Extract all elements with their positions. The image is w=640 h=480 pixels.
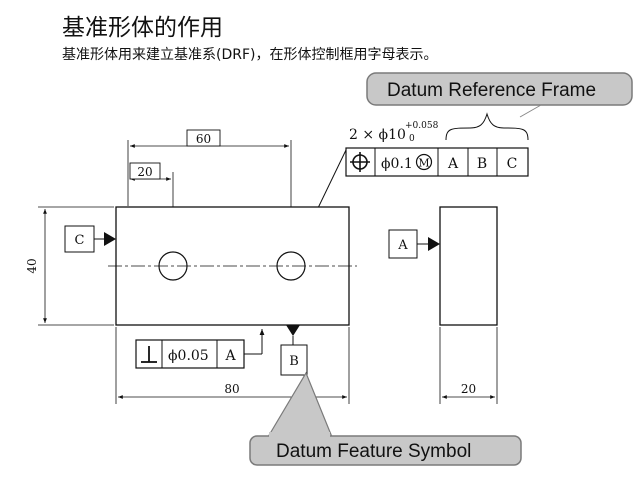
hole-tol-lower: 0	[409, 134, 415, 144]
perpendicularity-icon	[141, 346, 157, 363]
datum-a-label: A	[397, 238, 408, 253]
datum-b-symbol: B	[280, 325, 308, 376]
dimension-40-label: 40	[25, 258, 39, 273]
dimension-60: 60	[127, 129, 292, 250]
mmc-modifier: M	[418, 157, 429, 170]
side-view-outline	[439, 206, 498, 326]
drf-callout-label: Datum Reference Frame	[387, 80, 596, 101]
drf-pointer	[519, 104, 542, 118]
hole-callout: 2 × ϕ10 +0.058 0	[349, 121, 439, 144]
slide-subtitle: 基准形体用来建立基准系(DRF)，在形体控制框用字母表示。	[62, 47, 438, 63]
position-icon	[350, 152, 370, 172]
perpendicularity-control-frame: ϕ0.05 A	[135, 329, 265, 369]
slide-title: 基准形体的作用	[62, 15, 223, 41]
position-control-frame: ϕ0.1 M A B C	[345, 147, 529, 177]
hole-callout-text: 2 × ϕ10	[349, 127, 406, 143]
dimension-80-label: 80	[224, 382, 239, 396]
hole-left	[158, 251, 188, 281]
position-datum-secondary: B	[477, 156, 487, 172]
hole-tol-upper: +0.058	[405, 121, 439, 131]
dimension-40: 40	[25, 206, 114, 326]
perpendicularity-tolerance: ϕ0.05	[168, 348, 209, 364]
feature-callout-box	[249, 435, 522, 466]
feature-symbol-callout: Datum Feature Symbol	[249, 371, 522, 466]
perpendicularity-datum: A	[224, 348, 236, 364]
position-datum-primary: A	[447, 156, 459, 172]
feature-callout-label: Datum Feature Symbol	[276, 441, 471, 462]
hole-right	[276, 251, 306, 281]
mmc-modifier-circle	[415, 153, 433, 171]
drf-brace	[445, 112, 529, 141]
position-datum-tertiary: C	[507, 156, 518, 172]
drf-callout: Datum Reference Frame	[366, 72, 633, 141]
side-view	[439, 206, 498, 326]
datum-b-label: B	[289, 354, 299, 369]
dimension-20-side-label: 20	[461, 382, 476, 396]
datum-c-label: C	[75, 233, 85, 248]
dimension-20-side: 20	[439, 327, 498, 404]
dimension-60-label: 60	[196, 132, 211, 146]
position-tolerance: ϕ0.1	[381, 156, 413, 172]
dimension-20-top-label: 20	[137, 165, 152, 179]
drf-callout-box	[366, 72, 633, 106]
datum-c-symbol: C	[64, 225, 116, 253]
front-view	[108, 206, 357, 326]
datum-a-symbol: A	[388, 229, 440, 259]
feature-callout-pointer	[266, 371, 333, 438]
